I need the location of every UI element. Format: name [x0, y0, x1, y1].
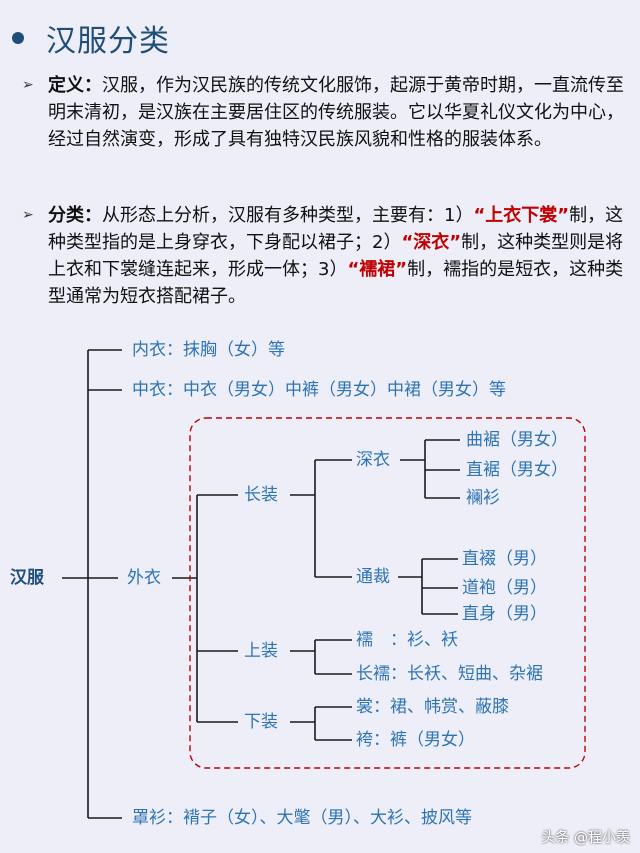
classification-text-4: 制，襦指的是短衣，这种类型通常为短衣搭配裙子。	[48, 259, 624, 307]
node-outer: 外衣	[127, 568, 161, 588]
bullet-dot	[12, 32, 24, 44]
highlight-shenyi: “深衣”	[401, 232, 462, 253]
node-shan: 襕衫	[466, 488, 500, 508]
highlight-shangyi-xiachang: “上衣下裳”	[473, 205, 570, 226]
node-upper: 上装	[244, 641, 278, 661]
arrow-bullet-icon: ➢	[22, 77, 34, 93]
definition-label: 定义：	[48, 75, 102, 96]
node-tongcai: 通裁	[356, 567, 390, 587]
node-ku: 袴：裤（男女）	[356, 730, 475, 750]
classification-paragraph: ➢ 分类：从形态上分析，汉服有多种类型，主要有：1）“上衣下裳”制，这种类型指的…	[22, 202, 632, 310]
node-zhishen: 直身（男）	[462, 604, 547, 624]
node-chang: 裳：裙、帏赏、蔽膝	[356, 697, 509, 717]
node-daopao: 道袍（男）	[462, 578, 547, 598]
node-long: 长装	[244, 485, 278, 505]
node-zhiduo: 直裰（男）	[462, 549, 547, 569]
node-changru: 长襦：长袄、短曲、杂裾	[356, 664, 543, 684]
definition-text: 汉服，作为汉民族的传统文化服饰，起源于黄帝时期，一直流传至明末清初，是汉族在主要…	[48, 75, 624, 150]
node-shenyi: 深衣	[356, 450, 390, 470]
highlight-ruqun: “襦裙”	[347, 259, 408, 280]
title-row: 汉服分类	[12, 18, 170, 59]
tree-root: 汉服	[10, 568, 44, 588]
arrow-bullet-icon: ➢	[22, 207, 34, 223]
node-cover: 罩衫：褙子（女）、大氅（男）、大衫、披风等	[132, 808, 472, 828]
node-zhiju: 直裾（男女）	[466, 460, 568, 480]
node-lower: 下装	[244, 712, 278, 732]
classification-text-3: 制，这种类型则是将上衣和下裳缝连起来，形成一体；3）	[48, 232, 624, 280]
node-quju: 曲裾（男女）	[466, 430, 568, 450]
node-ru: 襦 ：衫、袄	[356, 630, 458, 650]
classification-text-1: 从形态上分析，汉服有多种类型，主要有：1）	[102, 205, 474, 226]
page-title: 汉服分类	[46, 24, 170, 59]
node-middle: 中衣：中衣（男女）中裤（男女）中裙（男女）等	[132, 380, 506, 400]
classification-text-2: 制，这种类型指的是上身穿衣，下身配以裙子；2）	[48, 205, 624, 253]
classification-label: 分类：	[48, 205, 102, 226]
node-inner: 内衣：抹胸（女）等	[132, 340, 285, 360]
definition-paragraph: ➢ 定义：汉服，作为汉民族的传统文化服饰，起源于黄帝时期，一直流传至明末清初，是…	[22, 72, 632, 153]
watermark: 头条 @程小羡	[541, 830, 630, 846]
outer-dashed-box	[189, 417, 586, 769]
